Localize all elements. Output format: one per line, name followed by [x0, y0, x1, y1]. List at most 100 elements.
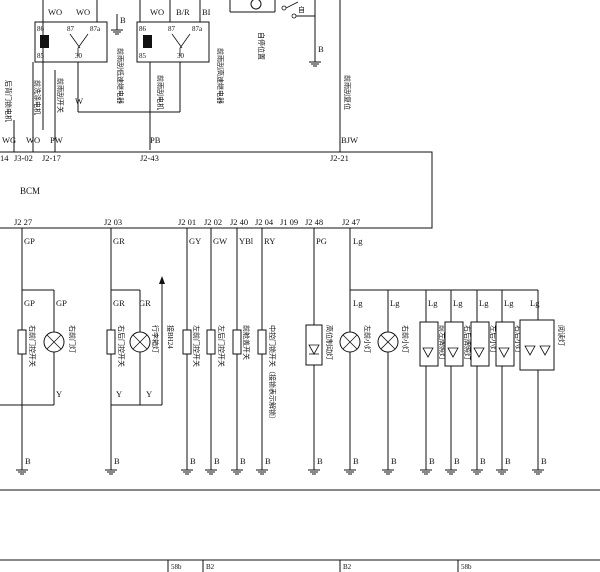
ground-label-9: B	[391, 456, 397, 466]
led-lamp-2-symbol	[444, 321, 464, 367]
relay2-pin-87: 87	[168, 25, 176, 33]
rear-right-door-switch-symbol	[106, 329, 116, 355]
relay1-pin-86: 86	[37, 25, 45, 33]
lg-label-3: Lg	[428, 298, 438, 308]
bcm-top-wire-wo: WO	[26, 135, 40, 145]
wiper-switch-label: 前雨刮开关	[56, 78, 65, 113]
bcm-top-pin-14: 14	[0, 153, 9, 163]
bcm-bottom-wire-pg: PG	[316, 236, 327, 246]
footer-col-4: 58b	[461, 563, 472, 571]
bcm-top-wire-bjw: BJW	[341, 135, 358, 145]
ground-label-8: B	[353, 456, 359, 466]
trunk-lamp-label: 行李箱灯	[151, 325, 160, 353]
lg-label-5: Lg	[479, 298, 489, 308]
led-lamp-1-symbol	[419, 321, 439, 367]
gp-right-label: GP	[56, 298, 67, 308]
front-right-door-lamp-label: 右前门灯	[68, 325, 77, 353]
footer-col-3: B2	[343, 563, 352, 571]
relay1-wire-in: WO	[48, 7, 62, 17]
bcm-bottom-pin-j1-09: J1 09	[280, 217, 298, 227]
bcm-name: BCM	[20, 186, 40, 196]
bcm-bottom-pin-j2-04: J2 04	[255, 217, 274, 227]
relay-high-speed: 86 87 87a 85 30	[136, 21, 210, 63]
bcm-bottom-pin-j2-27: J2 27	[14, 217, 32, 227]
led-lamp-4-symbol	[495, 321, 515, 367]
bcm-top-wire-wg: WG	[2, 135, 16, 145]
relay1-wire-out: WO	[76, 7, 90, 17]
led-lamp-2-label: 右后牌照灯	[463, 325, 472, 360]
rear-left-door-switch-label: 左后门控开关	[217, 325, 226, 367]
auto-stop-position-label: 自停位置	[257, 32, 266, 60]
lg-label-6: Lg	[504, 298, 514, 308]
bcm-top-pin-j2-43: J2-43	[140, 153, 159, 163]
reading-lamp-symbol	[519, 319, 555, 371]
high-brake-lamp-label: 高位制动灯	[325, 325, 334, 360]
bcm-bottom-wire-gy: GY	[189, 236, 201, 246]
bcm-bottom-wire-gp: GP	[24, 236, 35, 246]
ground-labels: B B B B B B B B B B B B B B	[25, 456, 547, 466]
bcm-bottom-pin-j2-48: J2 48	[305, 217, 323, 227]
motor-ground-label: B	[318, 44, 324, 54]
y-label-3: Y	[146, 389, 152, 399]
ground-label-2: B	[114, 456, 120, 466]
wiper-motor-label: 前雨刮电机	[156, 75, 165, 110]
relay2-wire-right: BI	[202, 7, 211, 17]
relay2-pin-30: 30	[177, 52, 185, 60]
bcm-bottom-pin-j2-40: J2 40	[230, 217, 248, 227]
bcm-bottom-pin-j2-01: J2 01	[178, 217, 196, 227]
front-left-door-switch-label: 左前门控开关	[192, 325, 201, 367]
center-lock-switch-symbol	[257, 329, 267, 355]
rear-right-door-switch-label: 右后门控开关	[117, 325, 126, 367]
bcm-bottom-wire-ybl: YBl	[239, 236, 254, 246]
lg-labels: Lg Lg Lg Lg Lg Lg Lg	[353, 298, 540, 308]
led-lamp-1-label: 前左牌照灯	[438, 325, 447, 360]
bcm-bottom-wire-gr: GR	[113, 236, 125, 246]
hood-switch-label: 前舱盖开关	[242, 325, 251, 360]
ground-label-3: B	[190, 456, 196, 466]
ground-label-14: B	[541, 456, 547, 466]
right-small-lamp-label: 右前小灯	[401, 325, 410, 353]
y-label-2: Y	[116, 389, 122, 399]
gr-right-label: GR	[139, 298, 151, 308]
relay1-pin-87: 87	[67, 25, 75, 33]
lg-label-1: Lg	[353, 298, 363, 308]
relay1-pin-85: 85	[37, 52, 45, 60]
ground-label-10: B	[429, 456, 435, 466]
bcm-bottom-pin-j2-02: J2 02	[204, 217, 222, 227]
wiper-motor-symbol	[229, 0, 316, 62]
left-small-lamp-label: 左前小灯	[363, 325, 372, 353]
ground-label-11: B	[454, 456, 460, 466]
hood-switch-symbol	[232, 329, 242, 355]
bcm-top-wire-pw: PW	[50, 135, 63, 145]
bcm-bottom-pin-j2-47: J2 47	[342, 217, 360, 227]
ground-label-13: B	[505, 456, 511, 466]
ground-label-1: B	[25, 456, 31, 466]
ground-label-5: B	[240, 456, 246, 466]
bcm-module: BCM 14 J3-02 J2-17 J2-43 J2-21 J2 27 J2 …	[0, 151, 433, 229]
gp-left-label: GP	[24, 298, 35, 308]
relay2-label: 前雨刮高速继电器	[216, 48, 225, 104]
relay1-ground: B	[120, 15, 126, 25]
wiper-reset-label: 前雨刮复位	[343, 75, 352, 110]
relay1-pin-87a: 87a	[90, 25, 101, 33]
relay2-pin-85: 85	[139, 52, 147, 60]
led-lamp-4-label: 右后小灯	[514, 325, 523, 353]
relay2-wire-out: B/R	[176, 7, 190, 17]
front-right-door-switch-symbol	[17, 329, 27, 355]
rear-door-motor-label: 后背门锁电机	[4, 80, 13, 122]
trunk-switch-label: 接BH24	[166, 325, 175, 349]
rear-left-door-switch-symbol	[206, 329, 216, 355]
relay1-label: 前雨刮低速继电器	[116, 48, 125, 104]
relay-low-speed: 86 87 87a 85 30	[34, 21, 108, 63]
relay2-wire-in: WO	[150, 7, 164, 17]
footer-col-1: 58b	[171, 563, 182, 571]
led-lamps: 前左牌照灯 右后牌照灯 左后小灯 右后小灯 阅读灯	[419, 290, 566, 470]
front-right-door-switch-label: 右前门控开关	[28, 325, 37, 367]
lg-label-2: Lg	[390, 298, 400, 308]
relay2-pin-87a: 87a	[192, 25, 203, 33]
led-lamp-3-label: 左后小灯	[489, 325, 498, 353]
bcm-bottom-wire-gw: GW	[213, 236, 227, 246]
relay1-pin-30: 30	[75, 52, 83, 60]
footer-col-2: B2	[206, 563, 215, 571]
